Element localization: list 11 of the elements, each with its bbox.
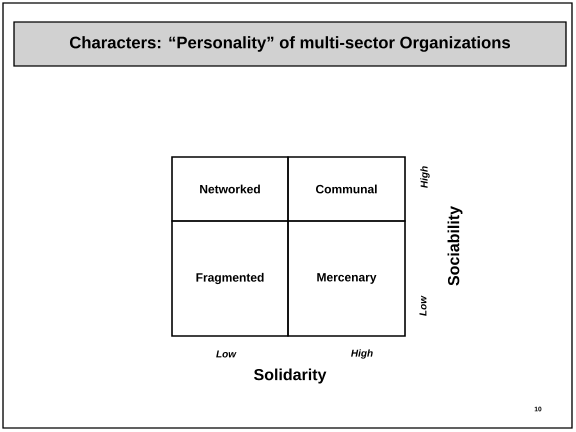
quadrant-box: Fragmented	[171, 220, 289, 337]
axis-level-label: High	[351, 349, 373, 359]
quadrant-box: Networked	[171, 156, 289, 222]
quadrant-box: Mercenary	[287, 220, 406, 337]
axis-level-label: Low	[420, 295, 426, 316]
quadrant-box: Communal	[287, 156, 406, 222]
axis-title: Solidarity	[254, 368, 326, 384]
axis-level-label: Low	[216, 350, 237, 358]
title-banner: Characters: “Personality” of multi-sector Organizations	[13, 21, 567, 67]
axis-title: Sociability	[448, 206, 462, 286]
axis-level-label: High	[420, 166, 430, 188]
